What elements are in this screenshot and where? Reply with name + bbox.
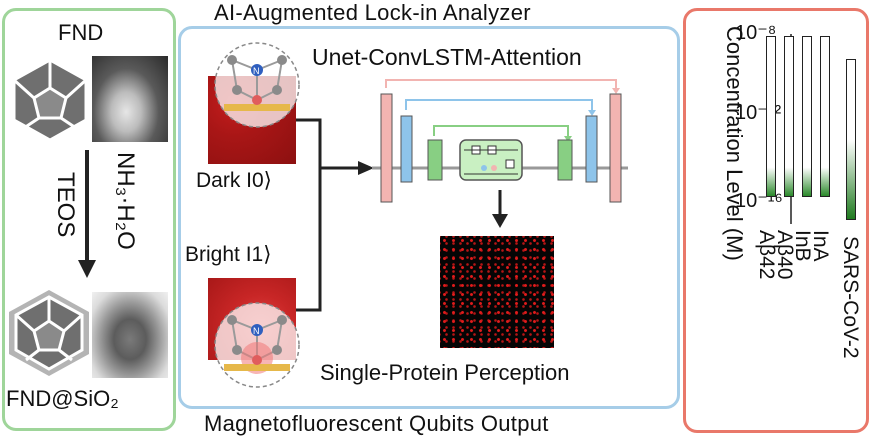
nv-center-excited-icon: N (214, 302, 300, 388)
coated-dodecahedron-icon (9, 290, 89, 376)
x-category-label: SARS-CoV-2 (839, 236, 862, 359)
fnd-sio2-micrograph-image (92, 292, 168, 378)
fnd-label: FND (58, 20, 104, 45)
analyzer-panel (178, 26, 680, 409)
bright-state-label: Bright I1⟩ (185, 243, 272, 266)
svg-text:N: N (253, 326, 260, 336)
dark-state-label: Dark I0⟩ (196, 169, 272, 192)
bar-ina (820, 36, 830, 197)
arrow-down-icon (78, 150, 96, 278)
concentration-chart-panel (683, 8, 869, 433)
svg-text:N: N (253, 66, 260, 76)
output-title: Magnetofluorescent Qubits Output (204, 411, 549, 436)
nv-center-lattice-icon: N (214, 42, 300, 128)
bar-inb (802, 36, 812, 197)
y-axis-label: Concentration Level (M) (722, 26, 747, 261)
unet-architecture-diagram (372, 79, 628, 203)
output-label: Single-Protein Perception (320, 360, 570, 385)
dodecahedron-icon (12, 58, 88, 142)
single-protein-output-image (440, 236, 554, 348)
synthesis-panel (2, 8, 176, 431)
network-label: Unet-ConvLSTM-Attention (312, 44, 582, 70)
x-category-label: InA (809, 230, 832, 262)
arrow-down-icon (492, 190, 508, 228)
bar-a-40 (784, 36, 794, 197)
bar-a-42 (766, 36, 776, 197)
y-tick-label: 10⁻⁸ (735, 22, 777, 44)
input-merge-arrow-icon (296, 118, 374, 312)
bar-sars-cov-2 (846, 59, 856, 220)
fnd-micrograph-image (92, 56, 168, 142)
fnd-sio2-label: FND@SiO₂ (6, 386, 119, 411)
analyzer-title: AI-Augmented Lock-in Analyzer (214, 0, 531, 25)
reagent-teos: TEOS (52, 172, 79, 238)
reagent-ammonia: NH₃·H₂O (112, 152, 139, 250)
